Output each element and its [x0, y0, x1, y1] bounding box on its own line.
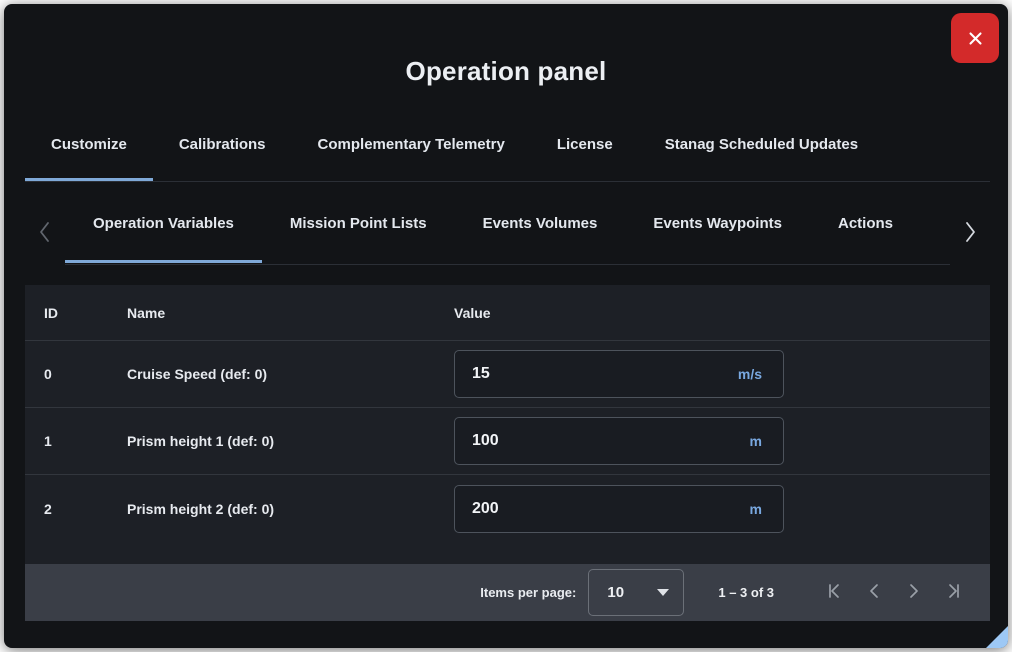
value-input-text: 15 — [472, 365, 490, 382]
value-input-cruise-speed[interactable]: 15 m/s — [454, 350, 784, 398]
page-range-label: 1 – 3 of 3 — [718, 585, 774, 600]
next-page-button[interactable] — [894, 573, 934, 613]
cell-id: 1 — [44, 433, 52, 449]
value-unit-suffix: m/s — [737, 366, 762, 382]
subtab-label: Events Volumes — [482, 214, 598, 232]
subtab-label: Actions — [837, 214, 893, 232]
resize-handle[interactable] — [982, 622, 1008, 648]
first-page-icon — [826, 582, 842, 603]
tab-label: Complementary Telemetry — [317, 136, 505, 153]
tab-label: Customize — [51, 136, 127, 153]
cell-name: Prism height 2 (def: 0) — [127, 500, 275, 517]
cell-value: 15 m/s — [454, 350, 990, 398]
chevron-down-icon — [657, 589, 670, 596]
cell-name: Prism height 1 (def: 0) — [127, 433, 275, 449]
table-row: 0 Cruise Speed (def: 0) 15 m/s — [25, 341, 990, 408]
subtabs-strip: Operation Variables Mission Point Lists … — [65, 202, 950, 263]
subtabs-scroll-prev-button[interactable] — [25, 202, 65, 264]
cell-name: Cruise Speed (def: 0) — [127, 366, 268, 382]
next-page-icon — [906, 582, 922, 603]
value-unit-suffix: m — [749, 500, 762, 517]
last-page-icon — [946, 582, 962, 603]
tab-stanag-scheduled-updates[interactable]: Stanag Scheduled Updates — [639, 128, 884, 180]
close-button[interactable] — [951, 13, 999, 63]
value-unit-suffix: m — [749, 433, 762, 449]
value-input-prism-height-1[interactable]: 100 m — [454, 417, 784, 465]
tab-customize[interactable]: Customize — [25, 128, 153, 181]
subtab-actions[interactable]: Actions — [810, 202, 921, 263]
subtab-mission-point-lists[interactable]: Mission Point Lists — [262, 202, 455, 263]
items-per-page-value: 10 — [607, 584, 625, 601]
last-page-button[interactable] — [934, 573, 974, 613]
tab-label: Calibrations — [178, 136, 266, 153]
operation-panel-dialog: Operation panel Customize Calibrations C… — [4, 4, 1008, 648]
table-header-row: ID Name Value — [25, 285, 990, 341]
items-per-page-select[interactable]: 10 — [588, 569, 685, 616]
column-header-value: Value — [454, 304, 491, 321]
page-title: Operation panel — [405, 56, 607, 86]
column-header-id: ID — [44, 304, 58, 321]
value-input-prism-height-2[interactable]: 200 m — [454, 484, 784, 533]
value-input-text: 200 — [472, 499, 499, 517]
table-row: 2 Prism height 2 (def: 0) 200 m — [25, 475, 990, 542]
tab-complementary-telemetry[interactable]: Complementary Telemetry — [292, 128, 531, 180]
paginator: Items per page: 10 1 – 3 of 3 — [25, 564, 990, 621]
cell-value: 100 m — [454, 417, 990, 465]
previous-page-icon — [866, 582, 882, 603]
subtab-events-volumes[interactable]: Events Volumes — [455, 202, 626, 263]
table-row: 1 Prism height 1 (def: 0) 100 m — [25, 408, 990, 475]
tab-label: Stanag Scheduled Updates — [664, 136, 859, 153]
tab-label: License — [556, 136, 613, 153]
subtabs-scroll-next-button[interactable] — [950, 202, 990, 264]
close-icon — [967, 30, 984, 47]
subtab-operation-variables[interactable]: Operation Variables — [65, 202, 262, 263]
chevron-right-icon — [963, 221, 977, 246]
cell-id: 2 — [44, 500, 52, 517]
tab-calibrations[interactable]: Calibrations — [153, 128, 292, 180]
subtab-label: Events Waypoints — [653, 214, 782, 232]
subtabs-viewport: Operation Variables Mission Point Lists … — [65, 202, 950, 265]
first-page-button[interactable] — [814, 573, 854, 613]
cell-value: 200 m — [454, 484, 990, 533]
primary-tab-bar: Customize Calibrations Complementary Tel… — [25, 128, 990, 182]
chevron-left-icon — [38, 221, 52, 246]
secondary-tab-bar: Operation Variables Mission Point Lists … — [25, 202, 990, 265]
subtab-label: Operation Variables — [93, 214, 234, 232]
value-input-text: 100 — [472, 432, 499, 449]
subtab-events-waypoints[interactable]: Events Waypoints — [625, 202, 810, 263]
column-header-name: Name — [127, 304, 166, 321]
cell-id: 0 — [44, 366, 52, 382]
tab-license[interactable]: License — [531, 128, 639, 180]
subtab-label: Mission Point Lists — [289, 214, 427, 232]
previous-page-button[interactable] — [854, 573, 894, 613]
items-per-page-label: Items per page: — [480, 585, 577, 600]
